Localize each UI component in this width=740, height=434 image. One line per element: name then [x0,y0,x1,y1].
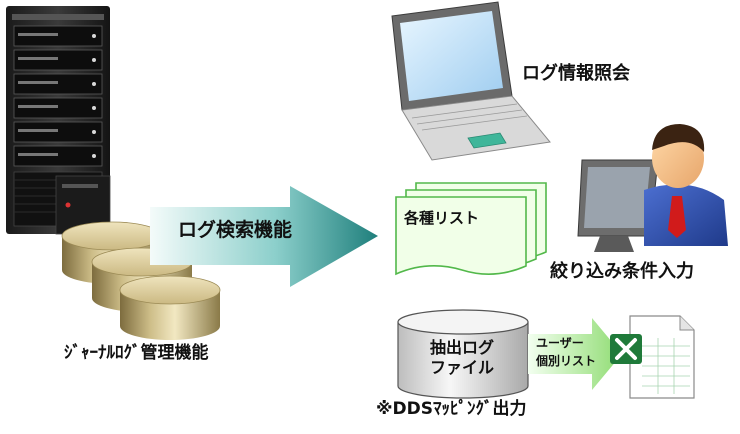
extract-file-label-line2: ファイル [430,358,495,377]
extract-file-cylinder-icon [397,309,529,399]
user-list-arrow [528,318,622,390]
server-rack-icon [6,6,111,235]
disk-3 [119,275,221,340]
search-function-label: ログ検索機能 [178,219,293,241]
dds-output-label: ※DDSﾏｯﾋﾟﾝｸﾞ出力 [376,399,527,419]
search-flow-arrow [150,186,378,287]
database-disk-icon [61,221,221,340]
filter-input-label: 絞り込み条件入力 [550,261,694,282]
excel-file-icon [610,315,695,399]
laptop-icon [391,1,551,161]
user-at-computer-icon [577,124,728,252]
user-list-label-line1: ユーザー [536,336,584,350]
log-inquiry-label: ログ情報照会 [522,63,630,84]
report-list-label: 各種リスト [404,209,480,227]
document-stack-icon [395,182,547,276]
extract-file-label-line1: 抽出ログ [430,338,495,357]
server-function-label: ｼﾞｬｰﾅﾙﾛｸﾞ管理機能 [64,343,209,363]
user-list-label-line2: 個別リスト [536,354,597,368]
